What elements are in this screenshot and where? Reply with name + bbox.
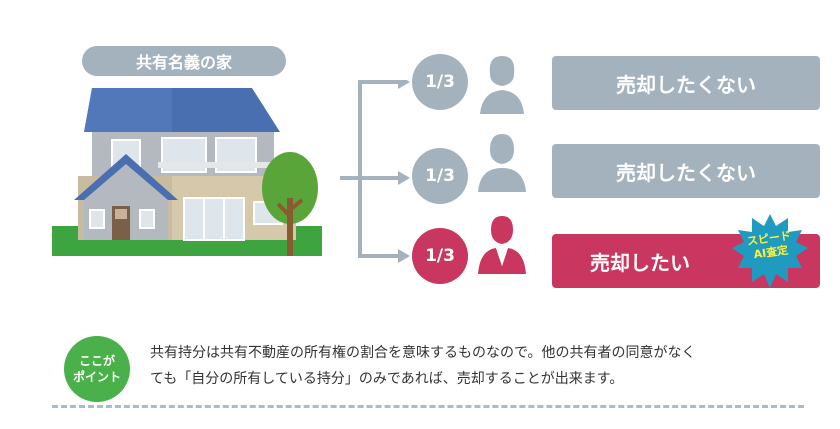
status-owner-2: 売却したくない	[552, 144, 820, 198]
fraction-owner-3: 1/3	[412, 228, 468, 284]
point-badge: ここが ポイント	[64, 336, 130, 402]
explanation-note: 共有持分は共有不動産の所有権の割合を意味するものなので。他の共有者の同意がなく …	[150, 340, 810, 392]
arrow-icon	[340, 80, 410, 263]
note-line-2: ても「自分の所有している持分」のみであれば、売却することが出来ます。	[150, 371, 624, 387]
house-illustration	[52, 88, 322, 256]
house-label: 共有名義の家	[82, 46, 286, 76]
note-line-1: 共有持分は共有不動産の所有権の割合を意味するものなので。他の共有者の同意がなく	[150, 345, 696, 361]
status-owner-1: 売却したくない	[552, 56, 820, 110]
fraction-owner-2: 1/3	[412, 148, 468, 204]
dashed-divider	[52, 405, 804, 408]
person-icon	[478, 216, 526, 274]
starburst-badge-icon	[732, 214, 808, 288]
point-line-2: ポイント	[72, 370, 121, 384]
person-icon	[478, 134, 526, 192]
point-line-1: ここが	[78, 354, 115, 368]
tree-icon	[262, 152, 318, 256]
person-icon	[480, 56, 524, 114]
fraction-owner-1: 1/3	[412, 54, 468, 110]
